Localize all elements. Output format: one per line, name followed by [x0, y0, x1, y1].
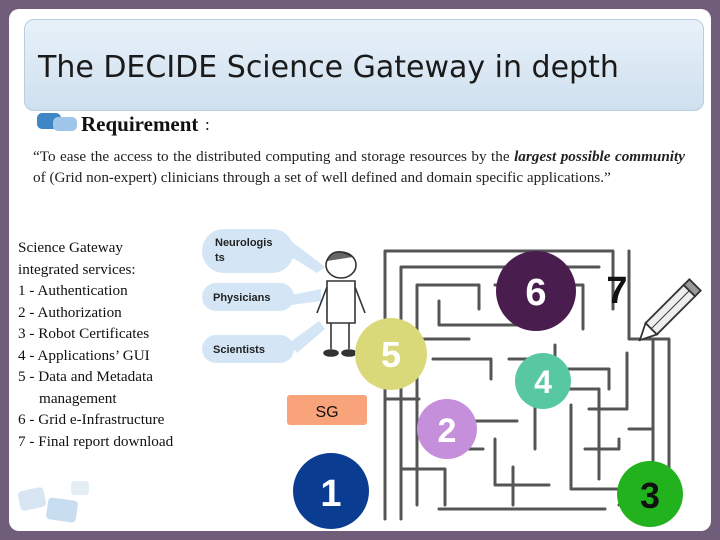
user-arrows: [285, 241, 325, 353]
quote-part-1: “To ease the access to the distributed c…: [33, 148, 515, 165]
user-pill-neurologists: Neurologis ts: [202, 229, 294, 273]
service-item-6: 6 - Grid e-Infrastructure: [18, 411, 165, 428]
step-2-circle: 2: [417, 399, 477, 459]
service-item-5-cont: management: [39, 389, 117, 407]
step-5-label: 5: [381, 334, 401, 375]
user-figure-icon: [316, 251, 366, 357]
gateway-maze-diagram: Neurologis ts Physicians Scientists: [17, 229, 702, 529]
user-pill-physicians: Physicians: [202, 283, 294, 311]
step-1-label: 1: [320, 473, 341, 515]
services-list: Science Gateway integrated services: 1 -…: [18, 237, 173, 452]
quote-emphasis: largest possible community: [514, 148, 685, 165]
sg-label: SG: [315, 404, 338, 421]
step-5-circle: 5: [355, 318, 427, 390]
user-pill-scientists: Scientists: [202, 335, 294, 363]
decorative-squares: [17, 481, 89, 523]
service-item-1: 1 - Authentication: [18, 282, 128, 299]
service-item-2: 2 - Authorization: [18, 303, 122, 321]
step-3-label: 3: [640, 475, 660, 516]
step-6-label: 6: [525, 272, 546, 314]
pencil-icon: [638, 278, 702, 342]
bullet-icon: [37, 113, 77, 131]
title-box: The DECIDE Science Gateway in depth: [24, 19, 704, 111]
service-item-3: 3 - Robot Certificates: [18, 325, 150, 342]
step-4-circle: 4: [515, 353, 571, 409]
scientists-label: Scientists: [213, 344, 265, 356]
step-4-label: 4: [534, 364, 552, 400]
step-3-circle: 3: [617, 461, 683, 527]
requirement-colon: :: [205, 115, 210, 134]
step-7-label: 7: [606, 270, 627, 312]
physicians-label: Physicians: [213, 292, 270, 304]
quote-part-2: of (Grid non-expert) clinicians through …: [33, 169, 611, 186]
neurologists-label-2: ts: [215, 252, 225, 264]
service-item-7: 7 - Final report download: [18, 432, 174, 450]
services-heading-line-1: Science Gateway: [18, 239, 123, 256]
step-7-label-group: 7: [606, 270, 627, 312]
page-title: The DECIDE Science Gateway in depth: [38, 50, 619, 85]
maze-walls: [383, 249, 671, 521]
service-item-5: 5 - Data and Metadata: [18, 368, 153, 385]
requirement-quote: “To ease the access to the distributed c…: [33, 146, 685, 188]
step-6-circle: 6: [496, 251, 576, 331]
requirement-label: Requirement: [81, 112, 199, 136]
step-1-circle: 1: [293, 453, 369, 529]
slide: The DECIDE Science Gateway in depth Requ…: [9, 9, 711, 531]
services-heading-line-2: integrated services:: [18, 260, 136, 278]
service-item-4: 4 - Applications’ GUI: [18, 346, 150, 364]
step-2-label: 2: [438, 412, 457, 450]
sg-box: SG: [287, 395, 367, 425]
neurologists-label-1: Neurologis: [215, 237, 272, 249]
